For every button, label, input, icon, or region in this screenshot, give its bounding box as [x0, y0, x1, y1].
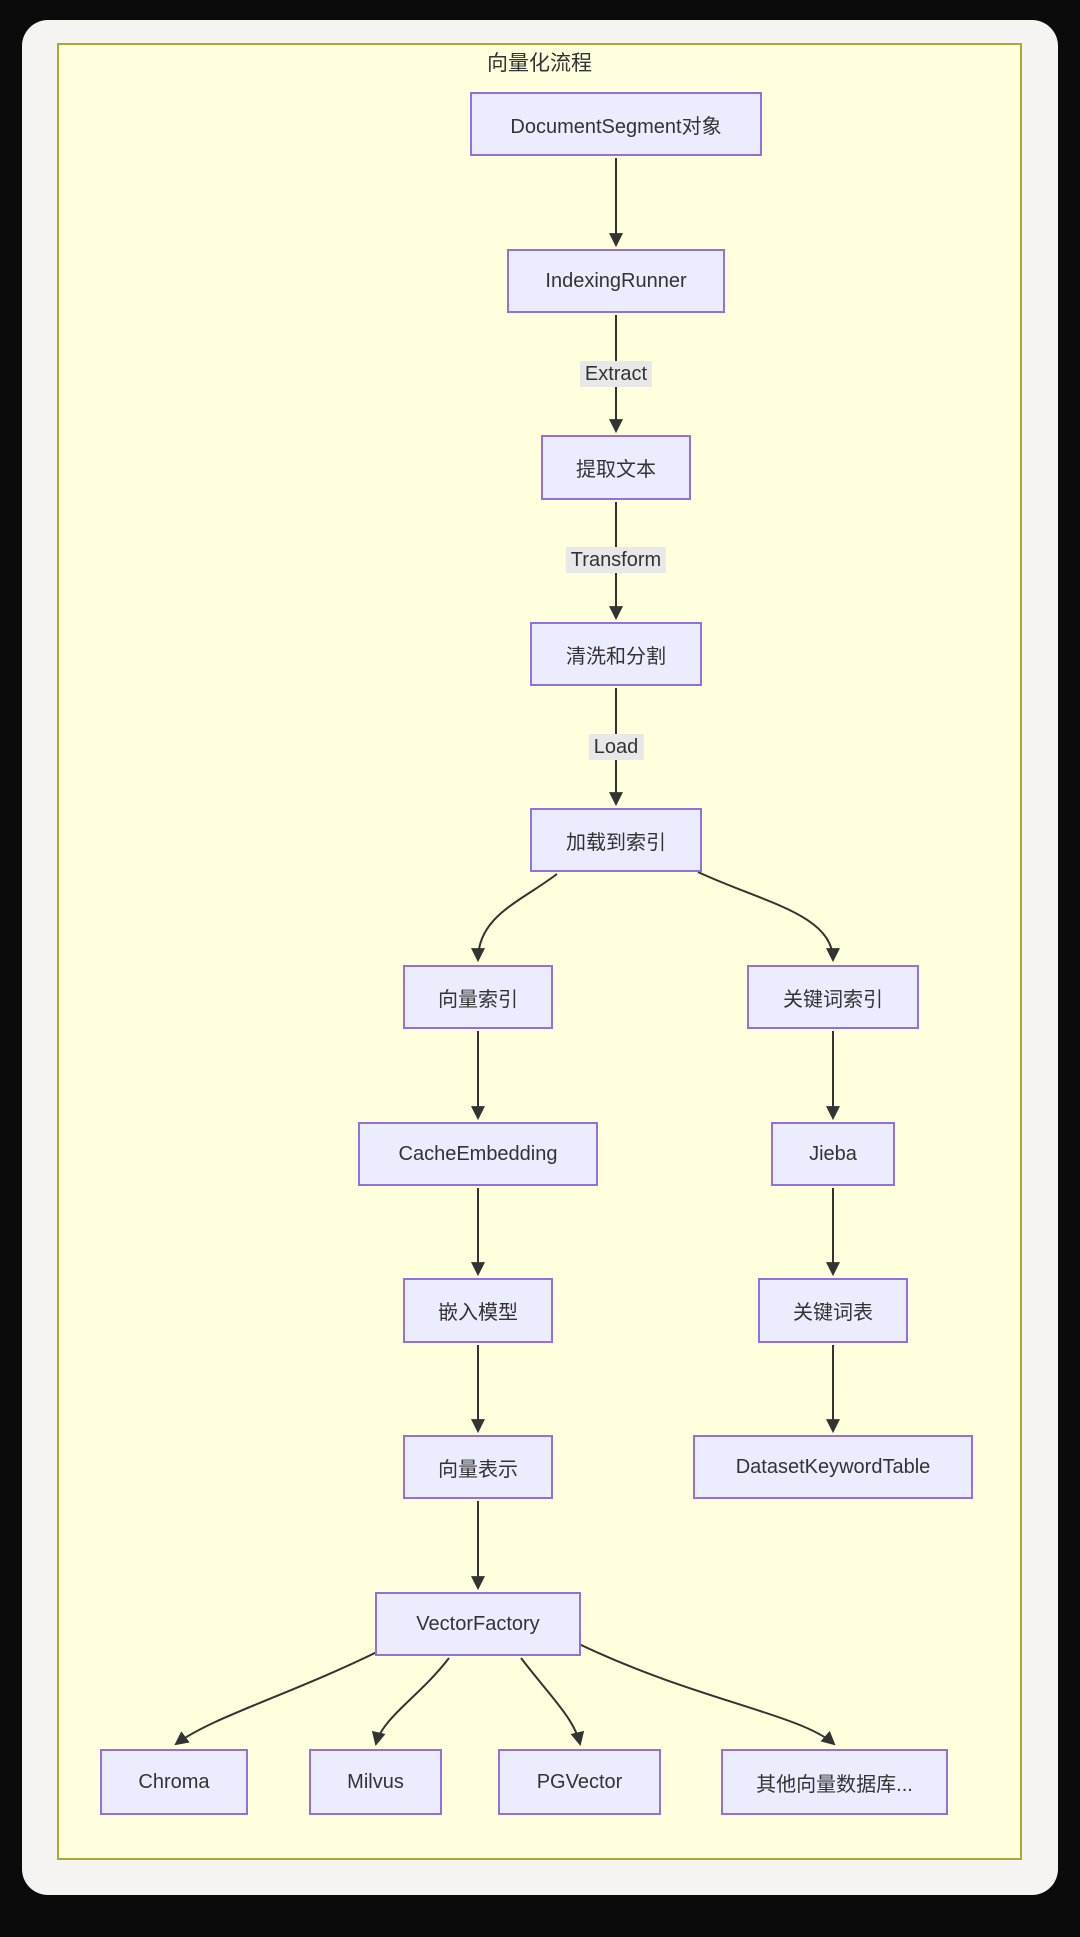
- node-documentsegment: DocumentSegment对象: [470, 92, 762, 156]
- node-clean-and-split: 清洗和分割: [530, 622, 702, 686]
- edge-label-transform: Transform: [565, 547, 667, 573]
- edge-label-load: Load: [588, 734, 644, 760]
- node-pgvector: PGVector: [498, 1749, 661, 1815]
- node-load-to-index: 加载到索引: [530, 808, 702, 872]
- node-vectorfactory: VectorFactory: [375, 1592, 581, 1656]
- node-embedding-model: 嵌入模型: [403, 1278, 553, 1343]
- node-jieba: Jieba: [771, 1122, 895, 1186]
- edge-label-extract: Extract: [579, 361, 653, 387]
- node-indexingrunner: IndexingRunner: [507, 249, 725, 313]
- node-keyword-table: 关键词表: [758, 1278, 908, 1343]
- node-cacheembedding: CacheEmbedding: [358, 1122, 598, 1186]
- node-milvus: Milvus: [309, 1749, 442, 1815]
- node-extract-text: 提取文本: [541, 435, 691, 500]
- diagram-title: 向量化流程: [487, 52, 592, 75]
- node-chroma: Chroma: [100, 1749, 248, 1815]
- node-keyword-index: 关键词索引: [747, 965, 919, 1029]
- node-vector-index: 向量索引: [403, 965, 553, 1029]
- diagram-cluster: [57, 43, 1022, 1860]
- node-other-vector-db: 其他向量数据库...: [721, 1749, 948, 1815]
- node-datasetkeywordtable: DatasetKeywordTable: [693, 1435, 973, 1499]
- node-vector-representation: 向量表示: [403, 1435, 553, 1499]
